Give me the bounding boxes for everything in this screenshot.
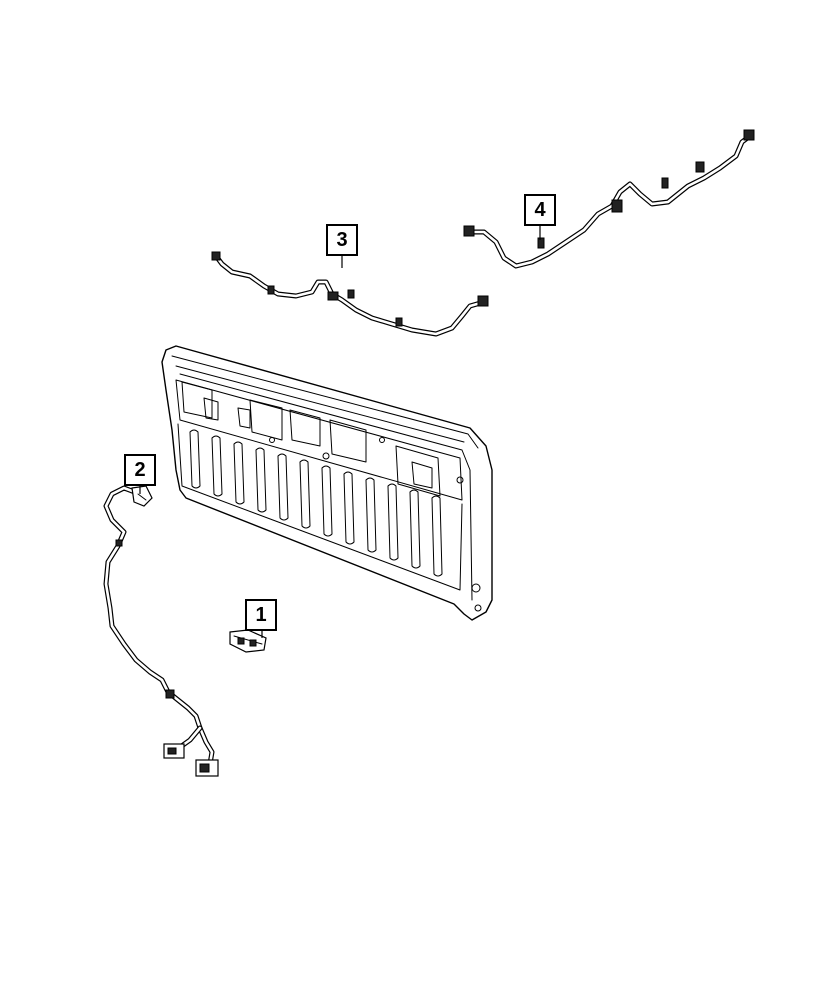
- callout-4[interactable]: 4: [524, 194, 556, 226]
- connector-icon: [743, 129, 755, 141]
- wiring-harness-3: [211, 251, 489, 337]
- callout-3[interactable]: 3: [326, 224, 358, 256]
- callout-1[interactable]: 1: [245, 599, 277, 631]
- callout-label: 3: [336, 229, 347, 251]
- wiring-harness-2: [103, 485, 219, 777]
- wiring-harness-4: [463, 129, 755, 269]
- callout-label: 4: [534, 199, 546, 221]
- callout-label: 1: [255, 604, 266, 626]
- connector-icon: [463, 225, 475, 237]
- callout-label: 2: [134, 459, 145, 481]
- connector-icon: [211, 251, 221, 261]
- callout-2[interactable]: 2: [124, 454, 156, 486]
- tailgate-handle-switch: [229, 629, 267, 653]
- tailgate-ribs: [189, 429, 443, 577]
- connector-icon: [477, 295, 489, 307]
- tailgate-panel: [161, 345, 493, 621]
